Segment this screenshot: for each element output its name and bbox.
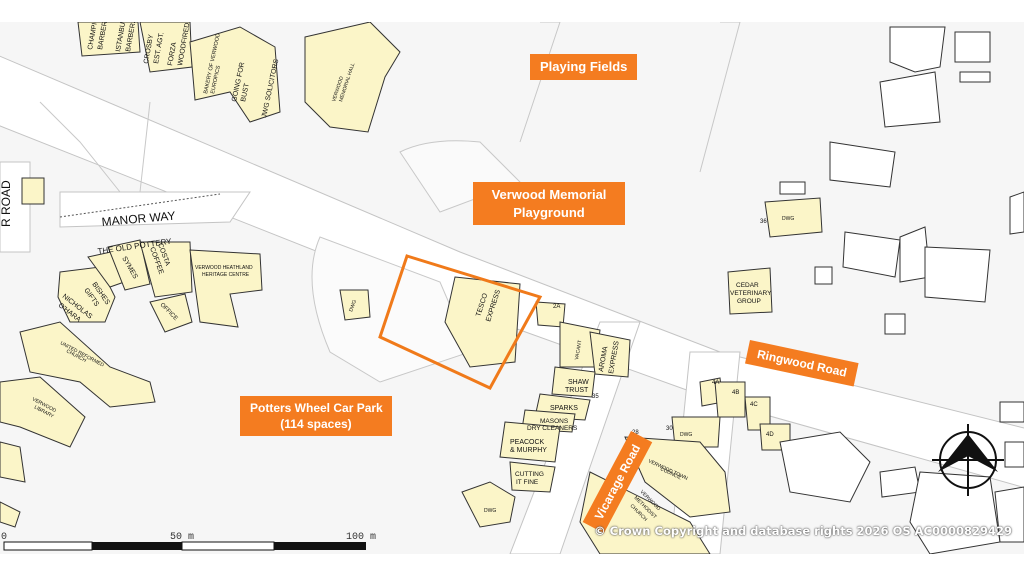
svg-text:4A: 4A [712, 380, 719, 386]
label-car-park: Potters Wheel Car Park (114 spaces) [240, 396, 392, 437]
map-canvas: CHAMPIONS BARBERS ISTANBUL BARBERS CROSB… [0, 22, 1024, 554]
svg-text:35: 35 [592, 394, 599, 400]
svg-text:4D: 4D [766, 432, 774, 438]
svg-text:30: 30 [666, 426, 673, 432]
svg-text:DWG: DWG [484, 508, 496, 514]
scale-label-50m: 50 m [170, 532, 195, 543]
buildings [0, 22, 823, 554]
label-playground-line-2: Playground [513, 204, 585, 220]
svg-text:EUROPICS: EUROPICS [210, 65, 222, 95]
svg-text:VACANT: VACANT [574, 340, 583, 361]
site-boundary [378, 254, 543, 390]
svg-text:& MURPHY: & MURPHY [510, 447, 547, 454]
label-car-park-line-1: Potters Wheel Car Park [250, 401, 383, 415]
street-label-manor-way: MANOR WAY [101, 209, 176, 229]
svg-text:DWG: DWG [680, 432, 692, 438]
svg-text:DWG: DWG [348, 299, 358, 313]
other-buildings [779, 26, 1024, 554]
svg-text:DWG: DWG [782, 216, 794, 222]
label-memorial-playground: Verwood Memorial Playground [473, 182, 625, 226]
label-car-park-line-2: (114 spaces) [280, 417, 352, 432]
scale-label-zero: 0 [1, 532, 8, 543]
svg-text:CUTTING: CUTTING [515, 471, 544, 478]
svg-text:SHAW: SHAW [568, 379, 589, 386]
scale-bar-graphic [3, 541, 366, 551]
svg-text:CEDAR: CEDAR [736, 282, 759, 289]
svg-text:VETERINARY: VETERINARY [730, 290, 772, 297]
svg-text:AROMA: AROMA [598, 346, 609, 373]
svg-text:GROUP: GROUP [737, 298, 761, 305]
svg-text:4C: 4C [750, 402, 758, 408]
scale-bar: 0 50 m 100 m [0, 532, 380, 554]
svg-text:SPARKS: SPARKS [550, 405, 578, 412]
svg-text:PEACOCK: PEACOCK [510, 439, 545, 446]
scale-label-100m: 100 m [346, 532, 377, 543]
svg-text:36: 36 [760, 219, 767, 225]
building-labels: CHAMPIONS BARBERS ISTANBUL BARBERS CROSB… [31, 22, 794, 523]
svg-text:DRY CLEANERS: DRY CLEANERS [527, 425, 578, 432]
label-playing-fields: Playing Fields [530, 54, 638, 80]
copyright-notice: © Crown Copyright and database rights 20… [594, 524, 1012, 538]
svg-text:IT FINE: IT FINE [516, 479, 539, 486]
map-view[interactable]: CHAMPIONS BARBERS ISTANBUL BARBERS CROSB… [0, 22, 1024, 554]
svg-text:2A: 2A [553, 304, 560, 310]
svg-text:TRUST: TRUST [565, 387, 589, 394]
north-arrow-icon [932, 424, 1004, 496]
svg-text:4B: 4B [732, 390, 739, 396]
svg-text:MASONS: MASONS [540, 418, 569, 425]
svg-text:FORZA: FORZA [167, 41, 178, 66]
street-label-side-road: R ROAD [0, 180, 13, 227]
svg-text:HERITAGE CENTRE: HERITAGE CENTRE [202, 272, 250, 278]
svg-text:BUST: BUST [240, 82, 251, 102]
label-playing-fields-text: Playing Fields [540, 59, 628, 74]
label-playground-line-1: Verwood Memorial [491, 187, 607, 202]
svg-text:VERWOOD HEATHLAND: VERWOOD HEATHLAND [195, 265, 253, 271]
